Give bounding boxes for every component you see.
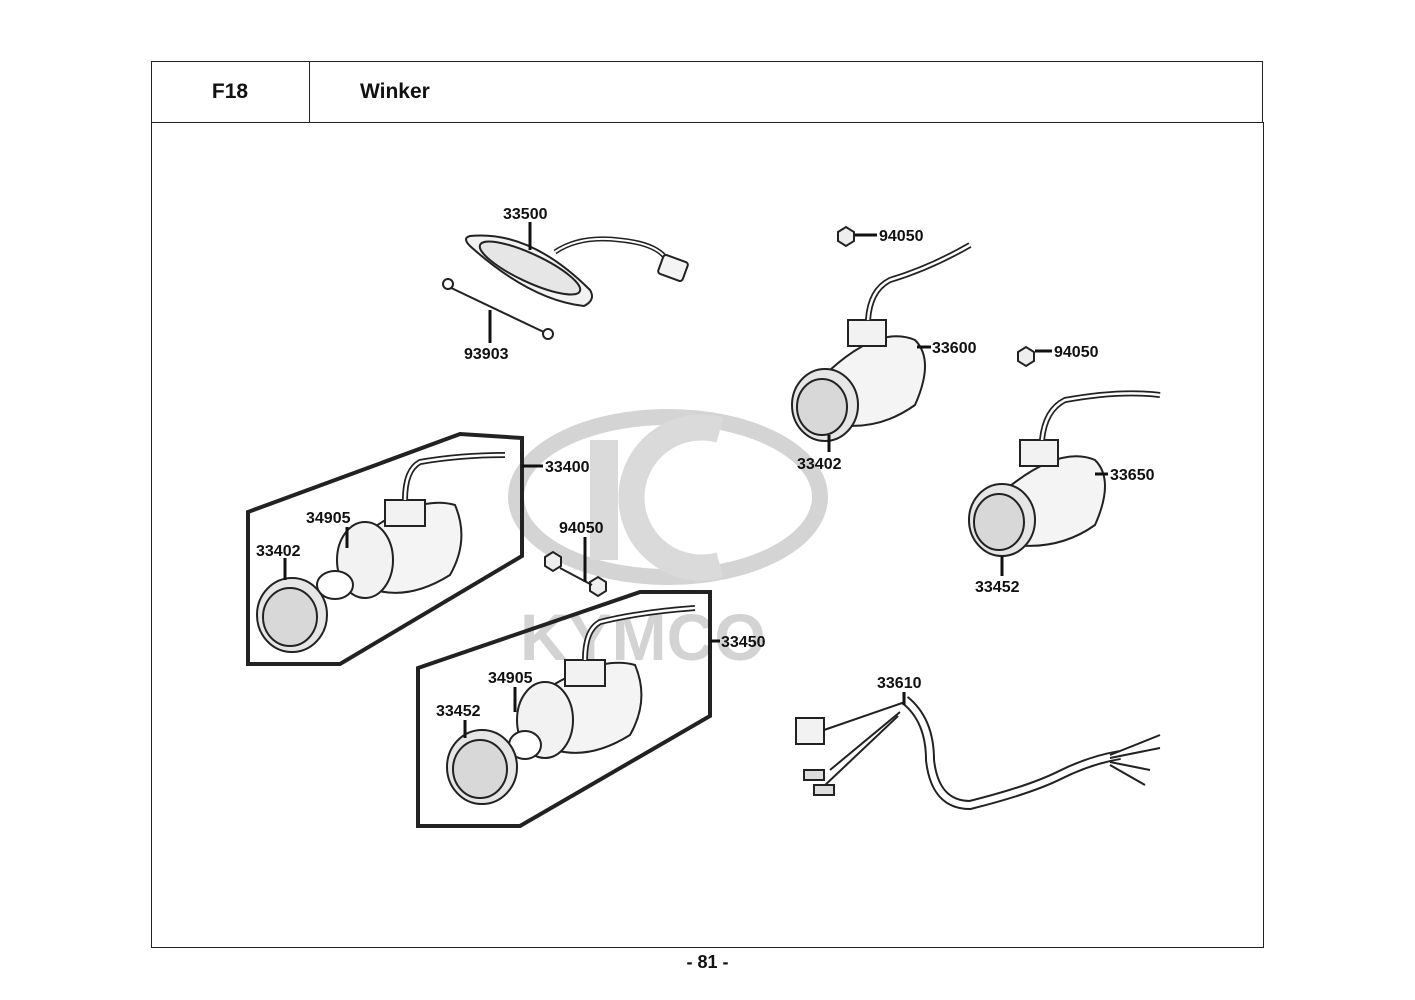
- label-33600: 33600: [932, 340, 977, 357]
- section-code: F18: [151, 61, 310, 122]
- harness-33610: [795, 696, 1161, 811]
- label-34905-a: 34905: [306, 510, 351, 527]
- screws: [442, 278, 554, 340]
- label-33400: 33400: [545, 459, 590, 476]
- label-33402-b: 33402: [256, 543, 301, 560]
- nuts-94050: [544, 225, 1035, 598]
- label-33500: 33500: [503, 206, 548, 223]
- label-33450: 33450: [721, 634, 766, 651]
- label-33452-a: 33452: [975, 579, 1020, 596]
- kymco-watermark: KYMCO: [508, 409, 828, 674]
- label-94050-c: 94050: [559, 520, 604, 537]
- label-93903: 93903: [464, 346, 509, 363]
- label-34905-b: 34905: [488, 670, 533, 687]
- assembly-33450: [416, 590, 712, 828]
- section-title: Winker: [360, 79, 430, 103]
- winker-33650: [968, 390, 1161, 557]
- label-94050-a: 94050: [879, 228, 924, 245]
- assembly-33400: [246, 431, 524, 666]
- header-box: [151, 61, 1263, 122]
- label-33650: 33650: [1110, 467, 1155, 484]
- winker-33600: [791, 242, 972, 442]
- label-33452-b: 33452: [436, 703, 481, 720]
- leader-lines: [283, 222, 1108, 738]
- label-33402-a: 33402: [797, 456, 842, 473]
- label-94050-b: 94050: [1054, 344, 1099, 361]
- diagram-frame: [151, 122, 1264, 948]
- page-number: - 81 -: [686, 952, 729, 972]
- license-light: [465, 234, 689, 308]
- label-33610: 33610: [877, 675, 922, 692]
